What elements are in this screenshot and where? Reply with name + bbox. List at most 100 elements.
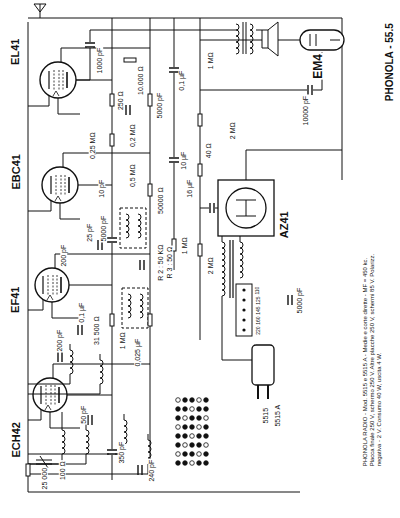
tube-envelope xyxy=(226,188,266,228)
wire xyxy=(62,412,63,424)
switch-contact xyxy=(176,434,181,439)
tube-anode xyxy=(66,72,68,88)
component-value: 145 xyxy=(256,305,261,315)
switch-contact xyxy=(190,452,195,457)
wire xyxy=(28,18,342,180)
wire xyxy=(200,40,300,41)
wire xyxy=(174,18,175,270)
wire xyxy=(60,203,80,219)
tube-heater xyxy=(53,91,59,96)
tube-anode xyxy=(60,277,62,293)
switch-contact xyxy=(204,452,209,457)
tube-grid xyxy=(57,275,58,295)
resistor-symbol xyxy=(148,184,152,196)
component-value: 5000 pF xyxy=(296,286,303,314)
tube-anode xyxy=(68,177,70,193)
tube-grid xyxy=(46,385,47,405)
component-value: 1000 pF xyxy=(96,46,103,74)
switch-contact xyxy=(197,443,202,448)
wire xyxy=(61,48,150,62)
capacitor-symbol xyxy=(58,352,62,362)
wire xyxy=(200,18,201,340)
component-value: 2 MΩ xyxy=(228,121,235,140)
switch-contact xyxy=(190,407,195,412)
resistor-symbol xyxy=(198,244,202,256)
transformer-core xyxy=(230,240,233,298)
wire xyxy=(222,236,223,242)
switch-contact xyxy=(183,398,188,403)
selector-contact xyxy=(242,298,245,301)
coil-symbol xyxy=(100,360,103,384)
switch-contact xyxy=(190,434,195,439)
capacitor-symbol xyxy=(210,203,214,213)
coil-symbol xyxy=(138,214,141,238)
resistor-symbol xyxy=(198,114,202,126)
tube-grid xyxy=(48,275,49,295)
tube-cathode xyxy=(40,386,41,404)
switch-contact xyxy=(190,443,195,448)
tube-heater xyxy=(55,196,61,201)
switch-contact xyxy=(183,434,188,439)
wire xyxy=(222,296,252,360)
switch-contact xyxy=(183,452,188,457)
switch-contact xyxy=(197,425,202,430)
tube-envelope xyxy=(35,268,69,302)
tube-name: EM4 xyxy=(312,52,325,79)
component-value: 240 pF xyxy=(148,458,155,482)
resistor-symbol xyxy=(198,164,202,176)
component-value: 31 500 Ω xyxy=(92,315,99,346)
switch-contact xyxy=(197,407,202,412)
wire xyxy=(62,424,63,430)
tube-grid xyxy=(59,70,60,90)
component-value: 200 pF xyxy=(60,243,67,267)
wire xyxy=(52,302,80,318)
tube-name: AZ41 xyxy=(278,210,290,239)
tube-grid xyxy=(55,385,56,405)
component-value: 350 pF xyxy=(118,440,125,464)
switch-contact xyxy=(176,461,181,466)
wire xyxy=(28,444,124,454)
wire xyxy=(124,414,125,420)
wire xyxy=(240,236,241,242)
component-value: 0,25 MΩ xyxy=(88,131,95,160)
switch-contact xyxy=(183,425,188,430)
switch-contact xyxy=(176,425,181,430)
wire xyxy=(67,395,112,396)
coil-symbol xyxy=(128,294,131,318)
component-value: 2 MΩ xyxy=(206,256,213,275)
capacitor-symbol xyxy=(138,465,142,475)
antenna-symbol xyxy=(34,4,46,12)
resistor-symbol xyxy=(148,94,152,106)
resistor-symbol xyxy=(110,94,114,106)
tube-name: ECH42 xyxy=(10,421,22,458)
switch-contact xyxy=(183,443,188,448)
component-value: 25 pF xyxy=(86,222,93,242)
component-value: 16 µF xyxy=(186,178,193,198)
switch-contact xyxy=(183,461,188,466)
wire xyxy=(86,424,87,430)
switch-contact xyxy=(183,407,188,412)
component-value: 50000 Ω xyxy=(156,186,163,215)
wire xyxy=(200,52,322,90)
wire xyxy=(70,344,71,350)
component-value: 200 pF xyxy=(56,328,63,352)
coil-symbol xyxy=(140,294,143,318)
plug-prong xyxy=(258,385,268,399)
component-value: 10 pF xyxy=(98,178,105,198)
wire xyxy=(100,354,101,360)
resistor-symbol xyxy=(148,314,152,326)
switch-contact xyxy=(176,443,181,448)
switch-contact xyxy=(197,398,202,403)
tube-electrodes xyxy=(236,200,256,216)
coil-symbol xyxy=(62,430,65,454)
switch-contact xyxy=(176,407,181,412)
component-value: 0,1 µF xyxy=(78,301,85,323)
tube-electrodes xyxy=(310,34,340,46)
component-value: 1 MΩ xyxy=(118,331,125,350)
tube-name: EF41 xyxy=(10,286,22,314)
resistor-symbol xyxy=(26,464,30,476)
tube-envelope xyxy=(42,167,78,203)
switch-contact xyxy=(204,434,209,439)
wire xyxy=(148,434,149,440)
caption: PHONOLA RADIO - Mod. 5515 e 5515 A - Med… xyxy=(362,237,383,467)
